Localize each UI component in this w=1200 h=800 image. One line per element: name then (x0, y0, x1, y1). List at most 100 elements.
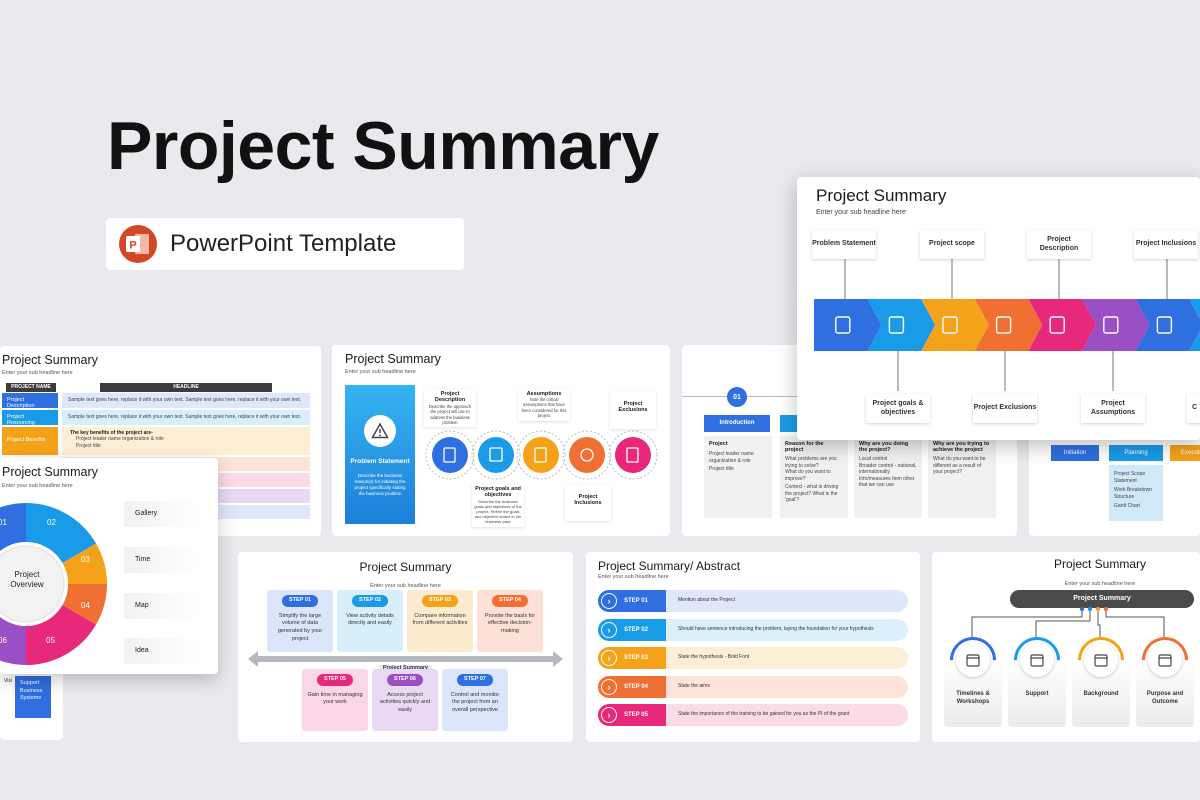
slide-overview: Project Summary Enter your sub headline … (0, 458, 218, 674)
step-label: STEP 02 (352, 595, 388, 607)
flow-label: Project Inclusions (1134, 230, 1198, 259)
step-label: STEP 04 (624, 683, 648, 690)
calendar-icon (956, 643, 990, 677)
hero-subtitle: PowerPoint Template (170, 230, 397, 257)
desc-label: Project Description (434, 391, 466, 404)
segment-label: 06 (0, 636, 7, 645)
desc-text: Describe the approach the project will u… (428, 403, 472, 425)
table-row: Project Resourcing (2, 410, 58, 426)
document-icon (995, 316, 1012, 334)
step-text: Access project activities quickly and ea… (379, 691, 431, 714)
template-badge: P PowerPoint Template (106, 218, 464, 270)
step-text: Mention about the Project (678, 597, 735, 603)
problem-panel: Problem Statement Describe the business … (345, 385, 415, 524)
step-text: Control and monitor the project from an … (450, 691, 500, 714)
flow-arrow (814, 299, 882, 351)
card-title: Why are you doing the project? (859, 441, 909, 453)
list-item: Gallery (124, 501, 200, 527)
slide-abstract: Project Summary/ Abstract Enter your sub… (586, 552, 920, 742)
step-label: STEP 01 (282, 595, 318, 607)
double-arrow (248, 651, 563, 667)
slide-icons: Project Summary Enter your sub headline … (932, 552, 1200, 742)
card-item: Broader control - national, internationa… (859, 462, 917, 476)
slide-title: Project Summary (2, 465, 98, 479)
card-item: What problems are you trying to solve? (785, 456, 837, 469)
step-label: STEP 04 (492, 595, 528, 607)
flow-arrow (1028, 299, 1096, 351)
circle-chain (425, 430, 658, 480)
phase-item: Work Breakdown Structure (1114, 487, 1152, 500)
step-text: Compare information from different activ… (412, 612, 468, 627)
document-icon (1103, 316, 1119, 334)
flow-arrow (1189, 299, 1200, 351)
step-text: Gain time in managing your work (307, 691, 363, 706)
slide-subtitle: Enter your sub headline here (370, 583, 441, 589)
card-title: Reason for the project (785, 441, 824, 453)
chevron-right-icon: › (601, 650, 617, 666)
phase-tab: Executi (1170, 445, 1200, 461)
step-label: STEP 03 (422, 595, 458, 607)
problem-label: Problem Statement (350, 458, 410, 465)
card-item: What do you want to be different as a re… (933, 456, 986, 475)
icon-card: Timelines & Workshops (940, 627, 1006, 729)
flow-label: Project Description (1027, 230, 1091, 259)
partial-label: Visi (4, 678, 12, 684)
chevron-right-icon: › (601, 593, 617, 609)
card-item: Context - what is driving the project? W… (785, 484, 839, 503)
card-item: Project title (709, 466, 734, 472)
phase-tab: Initiation (1051, 445, 1099, 461)
step-label: STEP 03 (624, 655, 648, 661)
card-item: Info/measures Item other that we can use (859, 475, 915, 489)
flow-arrow (1135, 299, 1200, 351)
step-label: STEP 02 (624, 626, 648, 633)
step-tag: › STEP 01 (598, 590, 666, 612)
desc-card: Project Description Describe the approac… (424, 389, 476, 428)
step-text: View activity details directly and easil… (346, 612, 394, 627)
step-number: 01 (727, 387, 747, 407)
table-header: PROJECT NAME (6, 383, 56, 392)
flow-arrow (921, 299, 989, 351)
step-label: STEP 01 (624, 598, 648, 604)
slide-arrows: Project Summary Enter your sub headline … (797, 177, 1200, 440)
flow-label: Project Assumptions (1081, 394, 1145, 423)
assumptions-text: Note the critical assumptions that have … (521, 397, 567, 419)
chevron-right-icon: › (601, 678, 617, 695)
gear-icon (1020, 643, 1054, 677)
problem-text: Describe the business reason(s) for init… (354, 473, 406, 497)
project-card: Project Project leader name organization… (704, 436, 772, 518)
chevron-right-icon: › (601, 621, 617, 638)
icon-label: Support (1025, 691, 1049, 697)
flow-label: Project Exclusions (973, 394, 1037, 423)
support-box: Support Business Systems (15, 676, 51, 718)
step-text: State the hypothesis - Bold Font (678, 654, 750, 660)
phase-item: Project Scope Statement (1114, 471, 1146, 484)
step-label: STEP 06 (387, 674, 423, 686)
slide-steps: Project Summary Enter your sub headline … (238, 552, 573, 742)
icon-label: Purpose and Outcome (1146, 691, 1184, 705)
abstract-row: › STEP 04 State the aims (598, 675, 908, 698)
benefit-item: Project title (76, 442, 101, 449)
center-label: Project Summary (378, 665, 433, 671)
step-tag: › STEP 04 (598, 675, 666, 698)
step-tag: › STEP 03 (598, 647, 666, 669)
list-item: Idea (124, 638, 200, 664)
step-text: State the aims (678, 682, 710, 689)
segment-label: 02 (47, 518, 56, 527)
table-row: Project Description (2, 393, 58, 409)
flow-arrow (1082, 299, 1150, 351)
phase-tab: Planning (1109, 445, 1163, 461)
card-item: Local control (859, 456, 888, 462)
document-icon (942, 316, 958, 334)
table-cell: Sample text goes here, replace it with y… (62, 393, 310, 408)
flow-label: C (1187, 394, 1200, 423)
slide-subtitle: Enter your sub headline here (2, 370, 73, 376)
abstract-row: › STEP 03 State the hypothesis - Bold Font (598, 647, 908, 669)
achieve-card: Why are you trying to achieve the projec… (928, 436, 996, 518)
slide-table: Project Summary Enter your sub headline … (0, 346, 321, 536)
icon-card: Background (1068, 627, 1134, 729)
card-item: What do you want to improve? (785, 469, 831, 482)
